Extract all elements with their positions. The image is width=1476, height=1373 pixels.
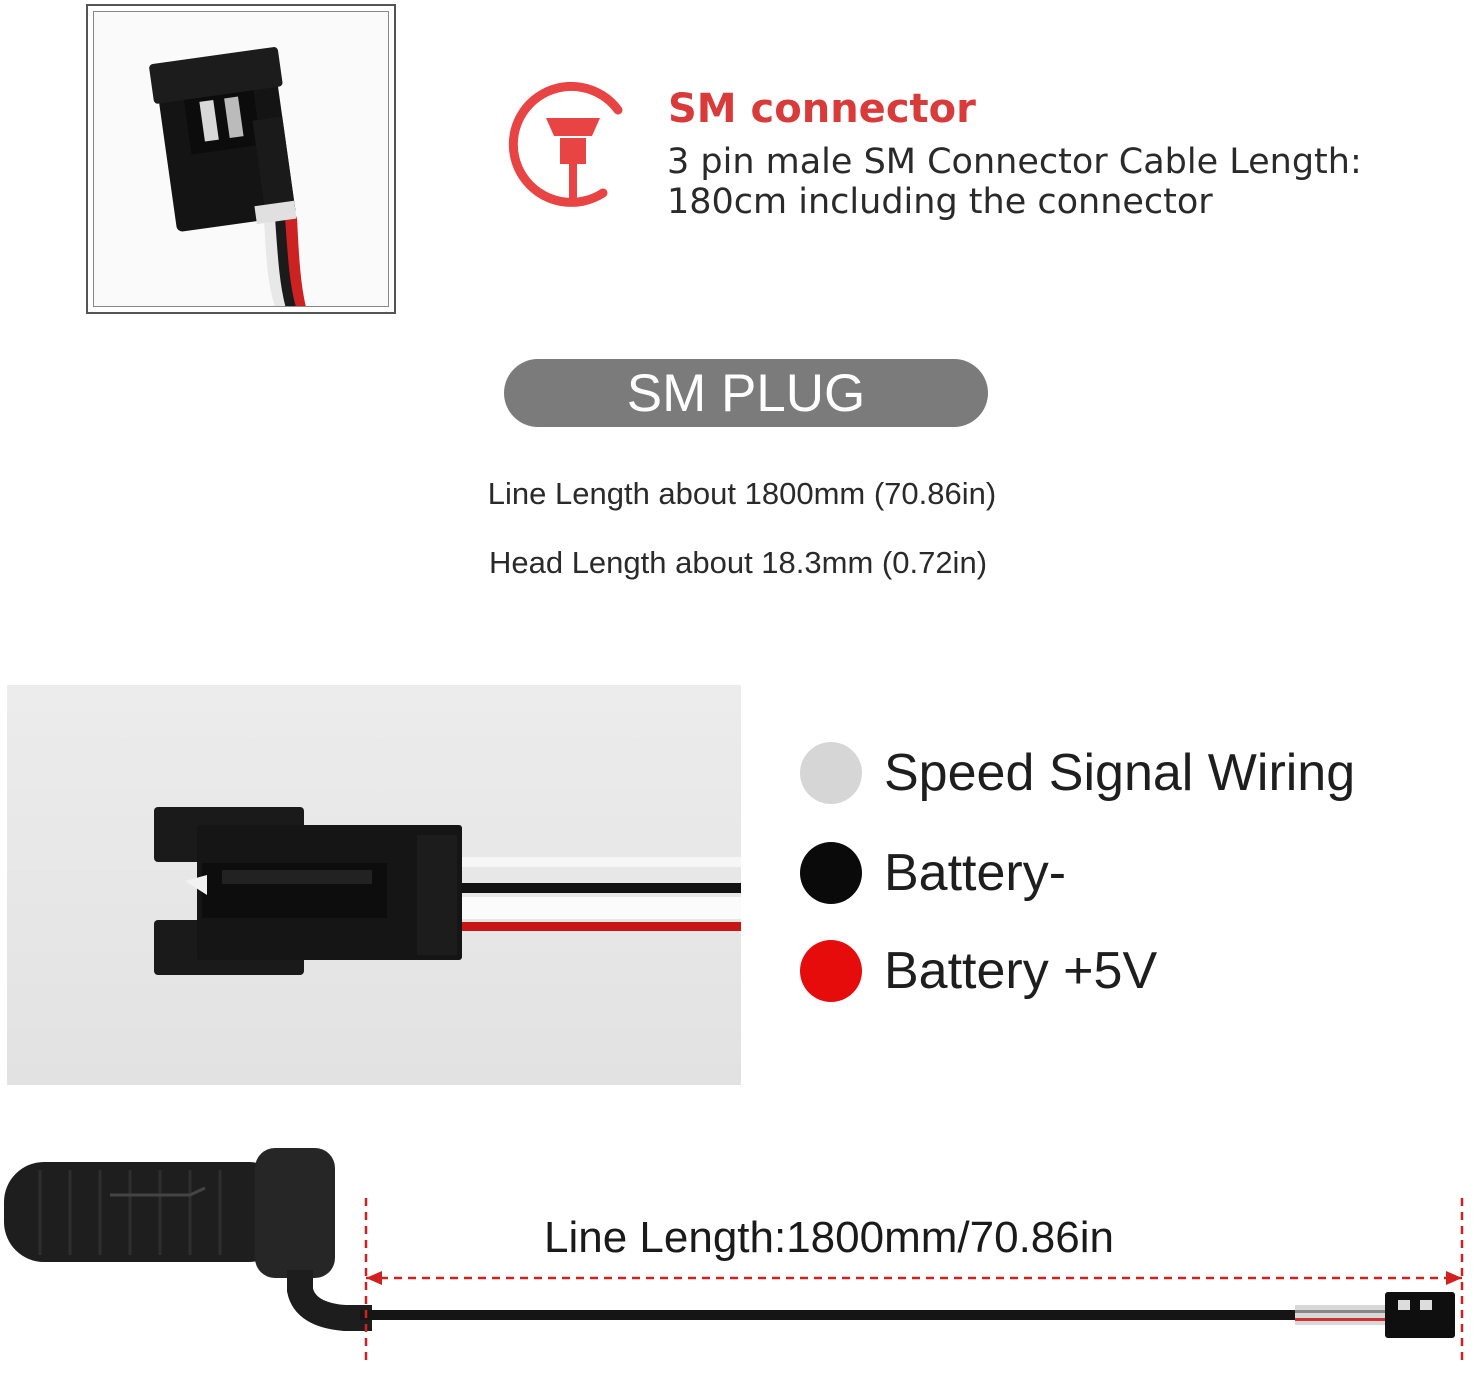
legend-label: Battery +5V (884, 942, 1158, 1000)
connector-thumbnail (86, 4, 396, 314)
sm-plug-badge: SM PLUG (504, 359, 988, 427)
sm-connector-photo (149, 47, 306, 306)
battery-positive-color-dot (800, 940, 862, 1002)
throttle-illustration (0, 1140, 1476, 1369)
legend-label: Speed Signal Wiring (884, 744, 1356, 802)
connector-closeup-photo (7, 685, 741, 1085)
battery-negative-color-dot (800, 842, 862, 904)
legend-speed-signal: Speed Signal Wiring (800, 742, 1355, 804)
throttle-cable-diagram (4, 1148, 1464, 1365)
speed-signal-color-dot (800, 742, 862, 804)
sm-plug-closeup (154, 807, 741, 975)
connector-title: SM connector (668, 86, 976, 132)
legend-battery-negative: Battery- (800, 842, 1066, 904)
legend-label: Battery- (884, 844, 1067, 902)
connector-icon (508, 81, 623, 207)
connector-thumbnail-image (93, 11, 389, 307)
legend-battery-positive: Battery +5V (800, 940, 1157, 1002)
head-length-spec: Head Length about 18.3mm (0.72in) (488, 545, 988, 580)
connector-description: 3 pin male SM Connector Cable Length: 18… (667, 142, 1362, 222)
line-length-spec: Line Length about 1800mm (70.86in) (487, 476, 997, 511)
cable-length-label: Line Length:1800mm/70.86in (544, 1213, 1114, 1262)
